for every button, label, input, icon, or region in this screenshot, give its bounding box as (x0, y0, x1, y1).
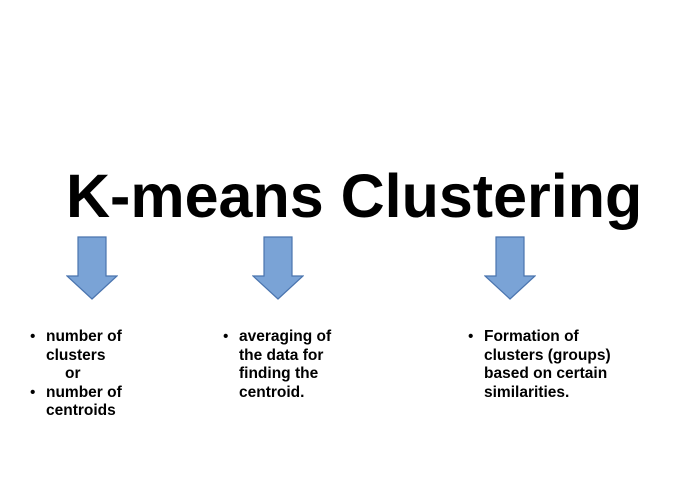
bullet-list-averaging: averaging of the data for finding the ce… (223, 328, 358, 402)
bullet-averaging: averaging of the data for finding the ce… (223, 328, 358, 402)
bullet-list-formation: Formation of clusters (groups) based on … (468, 328, 638, 402)
bullet-number-of-clusters: number of clusters (30, 328, 160, 365)
bullet-number-of-centroids: number of centroids (30, 384, 160, 421)
down-arrow-icon-2 (252, 236, 304, 300)
slide-title: K-means Clustering (66, 162, 643, 230)
connector-or: or (65, 365, 81, 382)
down-arrow-icon-1 (66, 236, 118, 300)
down-arrow-icon-3 (484, 236, 536, 300)
bullet-formation: Formation of clusters (groups) based on … (468, 328, 638, 402)
bullet-list-cluster-count: number of clusters or number of centroid… (30, 328, 160, 421)
